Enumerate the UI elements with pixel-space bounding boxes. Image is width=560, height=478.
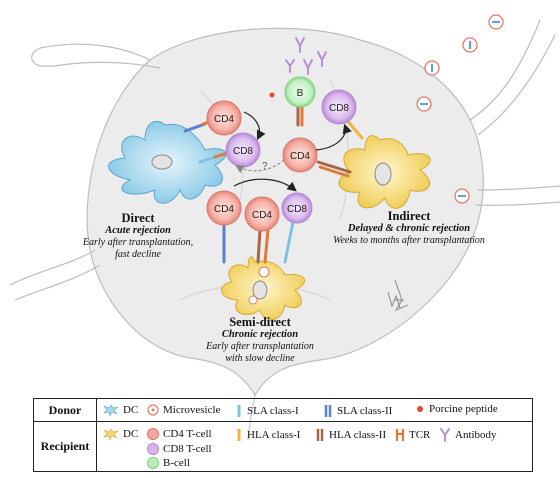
legend-tcr-label: TCR — [409, 429, 431, 441]
legend-antibody-label: Antibody — [455, 429, 497, 441]
legend-microvesicle: Microvesicle — [146, 403, 220, 417]
legend-hla-class-2: HLA class-II — [314, 427, 386, 443]
cd8-tcell-icon — [147, 443, 159, 455]
legend-donor-header: Donor — [48, 403, 82, 417]
semidirect-pathway-label: Semi-direct Chronic rejection Early afte… — [190, 315, 330, 364]
recipient-dendritic-cell-semidirect — [221, 256, 306, 320]
svg-text:CD4: CD4 — [214, 114, 234, 125]
legend-recipient-dc: DC — [102, 427, 138, 441]
porcine-peptide-icon — [417, 406, 423, 412]
hla-class-1-icon — [237, 429, 241, 441]
semidirect-desc-1: Early after transplantation — [206, 341, 314, 353]
legend-donor-dc: DC — [102, 403, 138, 417]
legend-recipient-dc-label: DC — [123, 428, 139, 440]
direct-subtitle: Acute rejection — [105, 225, 171, 237]
legend-hla-class-1-label: HLA class-I — [247, 429, 301, 441]
microvesicle-group — [416, 14, 504, 204]
donor-dendritic-cell — [108, 120, 227, 204]
sla-class-1-icon — [237, 405, 241, 417]
tcr-icon — [395, 429, 405, 441]
artist-signature — [387, 291, 404, 309]
direct-pathway-label: Direct Acute rejection Early after trans… — [78, 211, 198, 260]
cd8-cell-indirect: CD8 — [321, 89, 357, 125]
legend-cd4-tcell-label: CD4 T-cell — [163, 428, 212, 440]
legend-sla-class-1: SLA class-I — [234, 403, 299, 419]
legend-cd4-tcell: CD4 T-cell — [146, 427, 212, 441]
indirect-subtitle: Delayed & chronic rejection — [347, 223, 471, 235]
legend-sla-class-2: SLA class-II — [322, 403, 392, 419]
legend-donor-dc-label: DC — [123, 404, 139, 416]
indirect-title: Indirect — [387, 209, 431, 223]
legend: Donor Recipient DC Microvesicle SLA clas… — [33, 398, 533, 472]
porcine-peptide-dot — [269, 92, 275, 98]
legend-bcell: B-cell — [146, 456, 190, 470]
legend-sla-class-1-label: SLA class-I — [247, 405, 299, 417]
microvesicle-icon — [147, 404, 159, 416]
indirect-pathway-label: Indirect Delayed & chronic rejection Wee… — [318, 209, 500, 247]
semidirect-title: Semi-direct — [229, 315, 291, 329]
antibody-icons — [285, 37, 327, 75]
antibody-icon — [440, 428, 450, 442]
legend-recipient-header: Recipient — [40, 439, 90, 453]
cd4-cell-semidirect-2: CD4 — [244, 196, 280, 232]
direct-desc-1: Early after transplantation, — [82, 237, 194, 249]
cd8-cell-semidirect: CD8 — [281, 192, 313, 224]
recipient-dendritic-cell-indirect — [338, 135, 431, 209]
legend-sla-class-2-label: SLA class-II — [337, 405, 393, 417]
legend-tcr: TCR — [394, 427, 430, 443]
direct-desc-2: fast decline — [115, 248, 161, 260]
legend-hla-class-2-label: HLA class-II — [329, 429, 387, 441]
cd4-cell-indirect: CD4 — [282, 137, 318, 173]
activation-arrows — [233, 111, 352, 192]
direct-title: Direct — [121, 211, 155, 225]
legend-microvesicle-label: Microvesicle — [163, 404, 221, 416]
cd4-cell-semidirect-1: CD4 — [206, 190, 242, 226]
legend-cd8-tcell: CD8 T-cell — [146, 442, 212, 456]
bcell-icon — [147, 457, 159, 469]
svg-text:CD4: CD4 — [214, 204, 234, 215]
semidirect-desc-2: with slow decline — [225, 352, 295, 364]
svg-text:B: B — [297, 88, 304, 99]
hla-class-2-icon — [316, 429, 324, 441]
recipient-dc-icon — [103, 428, 119, 441]
svg-text:CD8: CD8 — [287, 204, 307, 215]
semidirect-subtitle: Chronic rejection — [221, 329, 299, 341]
indirect-desc-1: Weeks to months after transplantation — [333, 235, 485, 247]
cd4-tcell-icon — [147, 428, 159, 440]
receptor-interactions — [183, 103, 364, 264]
legend-hla-class-1: HLA class-I — [234, 427, 300, 443]
legend-cd8-tcell-label: CD8 T-cell — [163, 443, 212, 455]
question-mark: ? — [262, 161, 268, 172]
svg-text:CD8: CD8 — [233, 146, 253, 157]
svg-text:CD4: CD4 — [252, 210, 272, 221]
svg-text:CD4: CD4 — [290, 151, 310, 162]
cd8-cell-direct: CD8 — [225, 132, 261, 168]
cd4-cell-direct: CD4 — [206, 100, 242, 136]
b-cell: B — [284, 76, 316, 108]
legend-divider-horizontal — [34, 421, 532, 422]
legend-divider-vertical — [96, 399, 97, 471]
sla-class-2-icon — [324, 405, 332, 417]
legend-porcine-peptide: Porcine peptide — [414, 403, 498, 415]
legend-porcine-peptide-label: Porcine peptide — [429, 403, 498, 415]
legend-antibody: Antibody — [438, 427, 497, 443]
svg-text:CD8: CD8 — [329, 103, 349, 114]
legend-bcell-label: B-cell — [163, 457, 190, 469]
donor-dc-icon — [103, 404, 119, 417]
